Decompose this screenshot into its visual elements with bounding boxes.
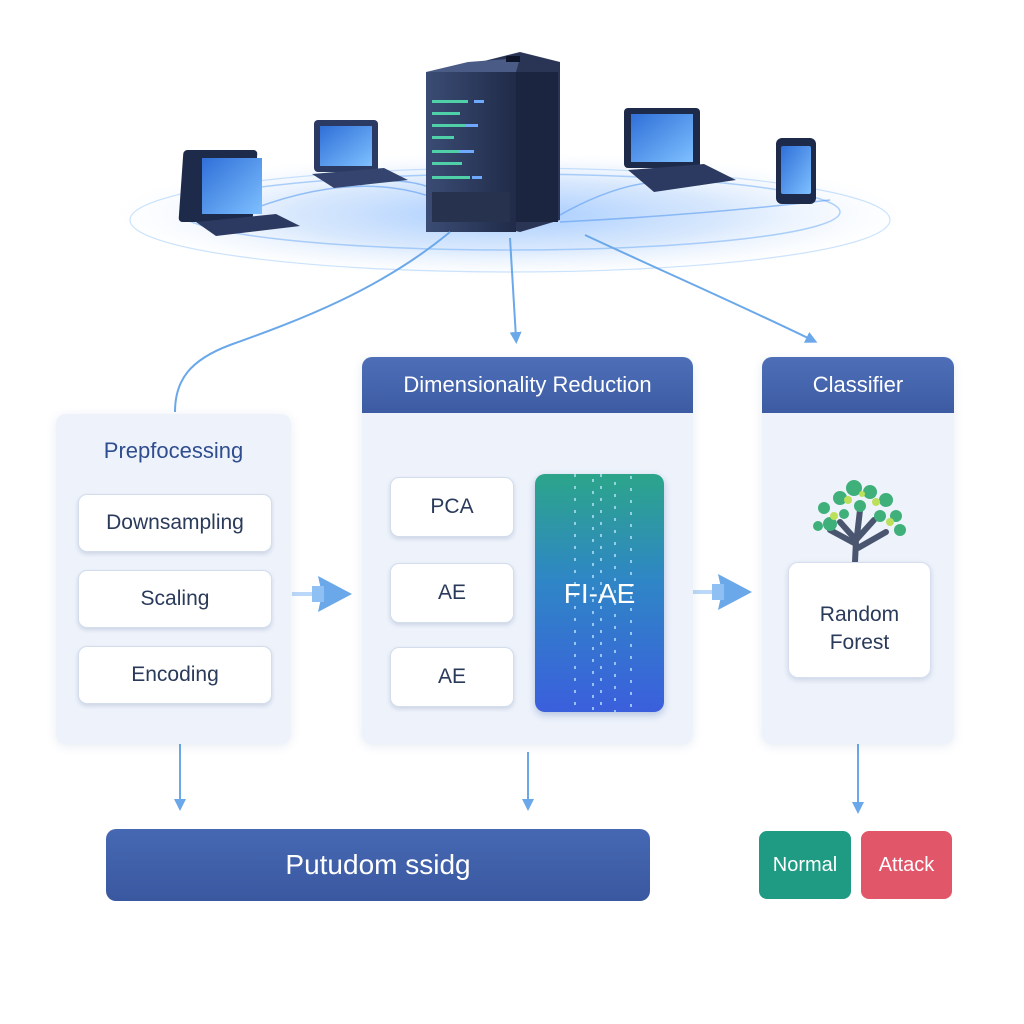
- random-forest-label-line1: Random: [819, 603, 900, 626]
- flow-arrow: [693, 574, 752, 610]
- flow-arrow: [292, 576, 352, 612]
- random-forest-box: Random Forest: [788, 562, 931, 678]
- method-pca: PCA: [390, 477, 514, 537]
- tree-icon: [813, 480, 906, 587]
- preprocessing-panel: Prepfocessing Downsampling Scaling Encod…: [56, 414, 291, 744]
- preprocessing-title: Prepfocessing: [103, 438, 244, 463]
- step-downsampling: Downsampling: [78, 494, 272, 552]
- laptop-icon: [178, 150, 300, 236]
- laptop-icon: [624, 108, 736, 192]
- random-forest-label-line2: Forest: [829, 631, 890, 654]
- method-ae: AE: [390, 563, 514, 623]
- attack-output: Attack: [861, 831, 952, 899]
- smartphone-icon: [776, 138, 816, 204]
- data-stream-graphic: [574, 474, 632, 712]
- method-ae: AE: [390, 647, 514, 707]
- step-encoding: Encoding: [78, 646, 272, 704]
- normal-output: Normal: [759, 831, 851, 899]
- fi-ae-label: FI-AE: [563, 578, 636, 609]
- fi-ae-block: FI-AE: [535, 474, 664, 712]
- connector-to-classifier: [584, 234, 818, 343]
- connector-to-preprocessing: [174, 231, 451, 413]
- bottom-bar: Putudom ssidg: [106, 829, 650, 901]
- dimensionality-reduction-header: Dimensionality Reduction: [362, 357, 693, 413]
- classifier-header: Classifier: [762, 357, 954, 413]
- server-icon: [426, 52, 560, 232]
- connector-to-dimensionality-reduction: [509, 237, 522, 344]
- step-scaling: Scaling: [78, 570, 272, 628]
- laptop-icon: [312, 120, 408, 188]
